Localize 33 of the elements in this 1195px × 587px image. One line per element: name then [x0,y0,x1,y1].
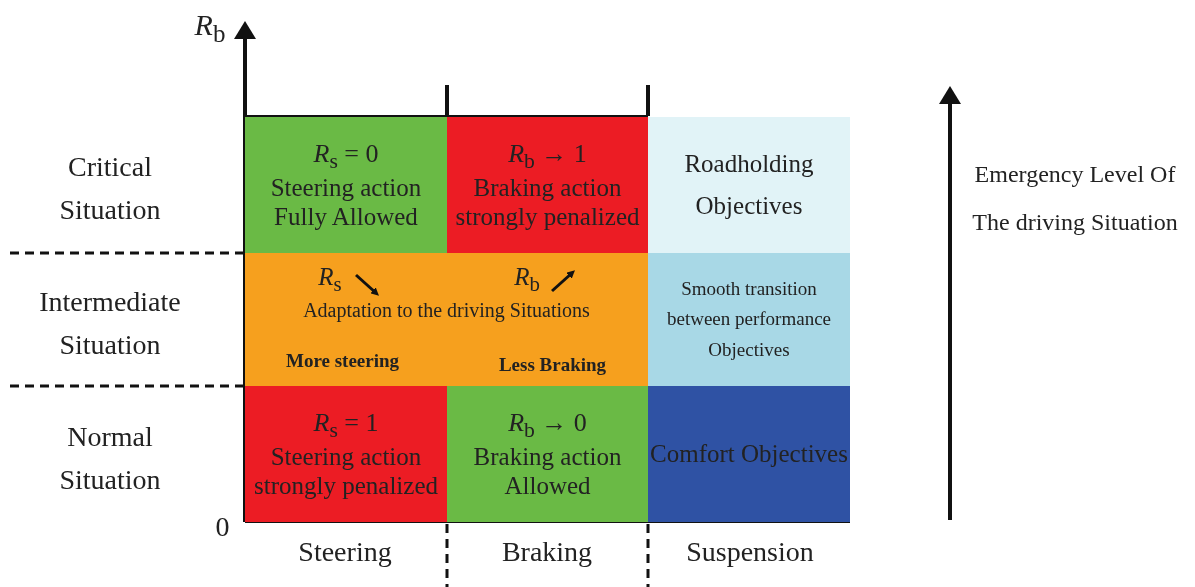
row-header: Intermediate Situation [38,285,182,363]
column-header: Steering [297,535,393,569]
table-cell [245,386,447,522]
cell-text: Less Braking [497,353,608,377]
cell-text: Roadholding Objectives [683,148,815,221]
cell-text: Braking action strongly penalized [454,173,641,232]
axis-caption: Emergency Level Of The driving Situation [971,160,1179,237]
cell-text: More steering [284,349,401,373]
table-cell [648,253,850,386]
axis-tick-label: 0 [214,510,231,544]
cell-text: Smooth transition between performance Objectives [665,276,832,362]
math-expression: R$_{b}$ → 1 [508,138,587,174]
row-header: Normal Situation [58,420,162,498]
math-symbol: R$_{b}$ [513,262,541,298]
cell-text: Comfort Objectives [650,438,848,469]
column-header: Suspension [685,535,815,569]
table-cell [447,117,648,253]
column-header: Braking [500,535,594,569]
cell-text: Steering action Fully Allowed [269,173,423,232]
cell-text: Braking action Allowed [472,442,623,501]
math-symbol: R$_{s}$ [317,262,343,298]
table-cell [447,386,648,522]
math-expression: R$_{b}$ → 0 [508,407,587,443]
table-cell [648,386,850,522]
math-expression: R$_{s}$ = 0 [313,138,379,174]
cell-text: Steering action strongly penalized [253,442,439,501]
table-cell [245,253,648,386]
axis-label: R$_{b}$ [193,7,227,49]
table-cell [648,117,850,253]
row-header: Critical Situation [58,150,162,228]
table-cell [245,117,447,253]
math-expression: R$_{s}$ = 1 [313,407,379,443]
cell-text: Adaptation to the driving Situations [302,298,591,323]
